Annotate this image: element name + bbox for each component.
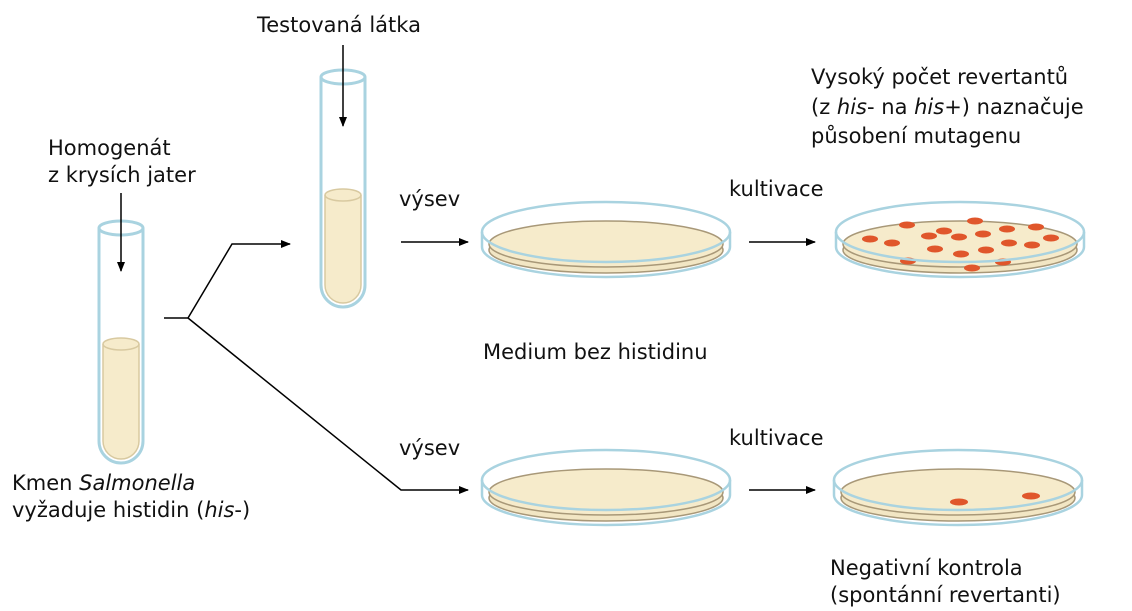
label-result-line1: Vysoký počet revertantů [811,64,1068,91]
label-strain-line2: vyžaduje histidin (his-) [12,497,250,524]
branch-upper [164,244,290,318]
label-cultivation-top: kultivace [729,176,824,203]
label-medium: Medium bez histidinu [483,339,708,366]
colony [1043,235,1059,242]
connectors [121,45,815,490]
label-cultivation-bottom: kultivace [729,425,824,452]
petri-dish-lower-cultivated [834,450,1082,525]
colony [967,218,983,225]
label-homogenate-line2: z krysích jater [48,162,196,189]
colony [921,233,937,240]
label-homogenate-line1: Homogenát [48,135,171,162]
colony [936,228,952,235]
label-test-substance: Testovaná látka [257,12,421,39]
label-negative-control-line1: Negativní kontrola [830,555,1023,582]
petri-dish-upper-seeded [482,202,730,277]
colony [953,251,969,258]
label-strain-genus: Salmonella [79,471,195,495]
colony [951,234,967,241]
colony [899,222,915,229]
colony [927,246,943,253]
colony [999,226,1015,233]
label-his-minus: his [204,498,234,522]
colony [1028,224,1044,231]
label-seeding-bottom: výsev [399,435,460,462]
colony [978,247,994,254]
colony [1024,242,1040,249]
colony [1022,493,1040,500]
label-seeding-top: výsev [399,186,460,213]
petri-dish-upper-cultivated [836,202,1084,277]
branch-lower [188,318,468,490]
label-strain-line1: Kmen Salmonella [12,470,195,497]
label-result-line3: působení mutagenu [811,123,1021,150]
petri-dish-lower-seeded [482,450,730,525]
colony [964,265,980,272]
colony [975,231,991,238]
colony [884,240,900,247]
label-result-line2: (z his- na his+) naznačuje [811,94,1084,121]
colony [862,236,878,243]
colony [1001,240,1017,247]
colony [950,499,968,506]
label-negative-control-line2: (spontánní revertanti) [830,582,1061,609]
